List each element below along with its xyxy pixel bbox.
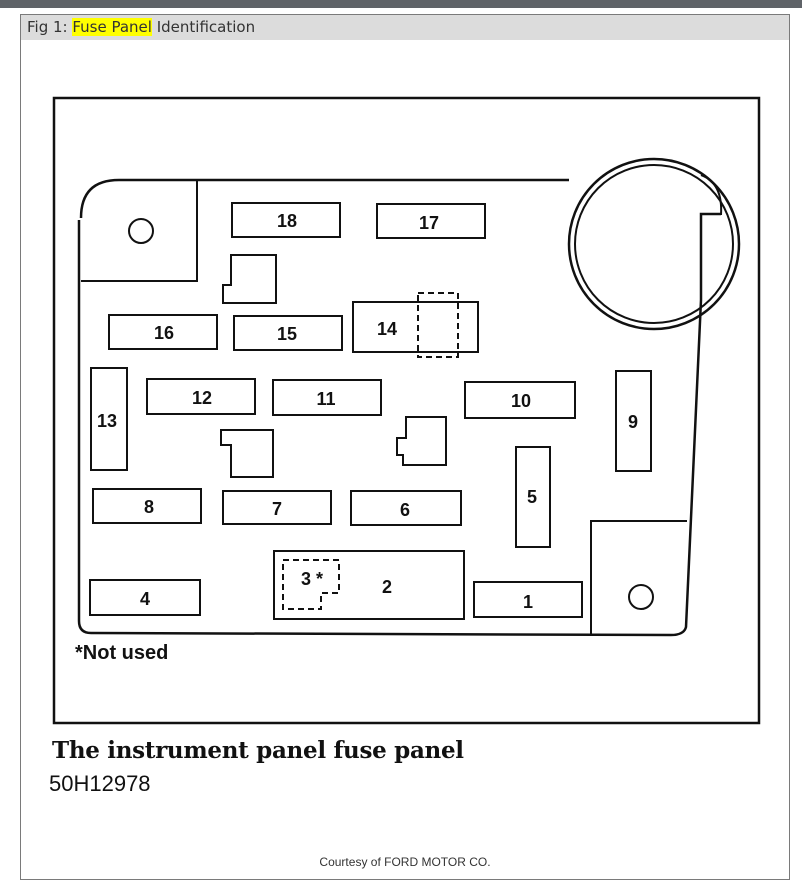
fuse-16: 16	[108, 314, 218, 350]
fuse-7: 7	[222, 490, 332, 525]
round-connector	[567, 157, 741, 331]
panel-outline	[77, 178, 721, 637]
fuse-label-9: 9	[628, 412, 638, 432]
fuse-14: 14	[352, 292, 479, 358]
fuse-label-17: 17	[419, 213, 439, 233]
fuse-4: 4	[89, 579, 201, 616]
caption-prefix: Fig 1:	[27, 18, 73, 36]
relay-block	[396, 416, 447, 466]
fuse-18: 18	[231, 202, 341, 238]
fuse-17: 17	[376, 203, 486, 239]
figure-title: The instrument panel fuse panel	[52, 737, 464, 764]
fuse-label-3: 3 *	[301, 569, 323, 589]
relay-block	[220, 429, 274, 478]
fuse-label-1: 1	[523, 592, 533, 612]
fuse-13: 13	[90, 367, 128, 471]
fuse-label-6: 6	[400, 500, 410, 520]
fuse-6: 6	[350, 490, 462, 526]
figure-caption: Fig 1: Fuse Panel Identification	[21, 15, 789, 40]
caption-highlight: Fuse Panel	[72, 18, 152, 36]
top-bar	[0, 0, 802, 8]
fuse-panel-diagram: 18 17 16 15 14 13 12 11	[52, 96, 761, 725]
mount-corner-bottom-right	[590, 520, 687, 635]
fuse-label-16: 16	[154, 323, 174, 343]
fuse-label-11: 11	[316, 389, 335, 409]
caption-suffix: Identification	[151, 18, 256, 36]
mount-corner-top-left	[81, 180, 198, 282]
fuse-11: 11	[272, 379, 382, 416]
fuse-9: 9	[615, 370, 652, 472]
fuse-label-8: 8	[144, 497, 154, 517]
credit-line: Courtesy of FORD MOTOR CO.	[319, 855, 491, 869]
figure-border	[52, 96, 761, 725]
fuse-label-15: 15	[277, 324, 297, 344]
fuse-8: 8	[92, 488, 202, 524]
figure-frame: Fig 1: Fuse Panel Identification 18 17	[20, 14, 790, 880]
fuse-label-4: 4	[140, 589, 150, 609]
fuse-label-13: 13	[97, 411, 117, 431]
figure-code: 50H12978	[49, 771, 151, 796]
relay-block	[222, 254, 277, 304]
fuse-label-10: 10	[511, 391, 531, 411]
mount-hole-top-left	[128, 218, 154, 244]
fuse-5: 5	[515, 446, 551, 548]
fuse-label-12: 12	[192, 388, 212, 408]
fuse-2: 2	[273, 550, 465, 620]
fuse-label-5: 5	[527, 487, 537, 507]
not-used-note: *Not used	[75, 642, 168, 664]
fuse-10: 10	[464, 381, 576, 419]
fuse-label-7: 7	[272, 499, 282, 519]
fuse-1: 1	[473, 581, 583, 618]
fuse-15: 15	[233, 315, 343, 351]
mount-hole-bottom-right	[628, 584, 654, 610]
fuse-label-2: 2	[382, 577, 392, 597]
fuse-12: 12	[146, 378, 256, 415]
fuse-3: 3 *	[282, 559, 340, 610]
fuse-label-18: 18	[277, 211, 297, 231]
fuse-label-14: 14	[377, 319, 397, 339]
